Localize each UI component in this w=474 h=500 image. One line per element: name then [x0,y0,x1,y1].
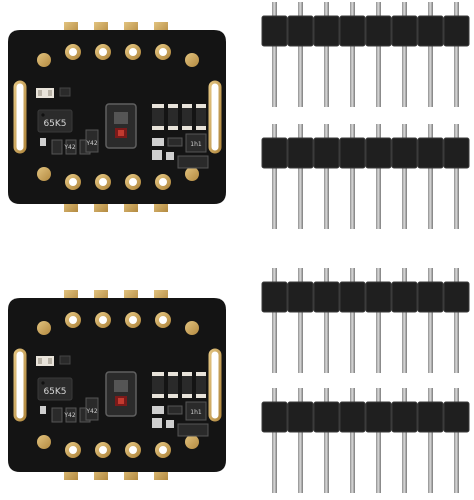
chip-label-bottom: 65K5 [43,387,66,397]
marking-left-bottom: Y42 [63,412,75,419]
sensor-module-top: 65K5 Y42 Y42 1h1 [6,20,228,214]
marking-right-top: Y42 [85,140,97,147]
header-strip-4 [261,387,470,494]
header-strip-2 [261,123,470,230]
chip-label-top: 65K5 [43,119,66,129]
header-strip-3 [261,267,470,374]
marking-small-bottom: 1h1 [190,409,202,416]
sensor-module-bottom: 65K5 Y42 Y42 1h1 [6,288,228,482]
marking-small-top: 1h1 [190,141,202,148]
header-strip-1 [261,1,470,108]
marking-left-top: Y42 [63,144,75,151]
marking-right-bottom: Y42 [85,408,97,415]
